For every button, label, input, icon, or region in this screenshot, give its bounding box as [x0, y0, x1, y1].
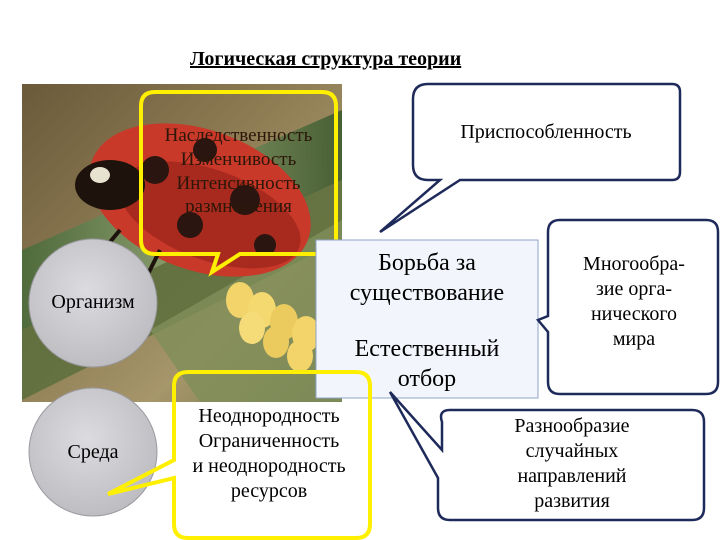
environment-label: Среда [67, 441, 119, 463]
diversity-label: Многообра- зие орга- нического мира [556, 252, 712, 352]
selection-label: Естественный отбор [316, 334, 538, 394]
selection-line-1: Естественный [354, 336, 500, 362]
diversity-line-1: Многообра- [583, 253, 685, 275]
selection-line-2: отбор [397, 366, 457, 392]
variation-line-1: Разнообразие [514, 415, 630, 437]
page-title: Логическая структура теории [190, 48, 462, 70]
variability-line: Изменчивость [180, 148, 297, 170]
struggle-line-2: существование [349, 280, 505, 306]
heterogeneity-line-3: и неоднородность [192, 455, 346, 477]
adaptation-callout-bubble [379, 82, 682, 234]
variation-line-3: направлений [517, 465, 627, 487]
heterogeneity-line-1: Неоднородность [198, 405, 340, 427]
variation-label: Разнообразие случайных направлений разви… [474, 414, 670, 514]
struggle-label: Борьба за существование [316, 248, 538, 308]
variation-line-2: случайных [525, 440, 619, 462]
variation-callout-bubble [388, 391, 706, 522]
heterogeneity-line-2: Ограниченность [198, 430, 340, 452]
variation-line-4: развития [534, 490, 610, 512]
diversity-callout-bubble [535, 218, 720, 396]
organism-label: Организм [51, 291, 135, 313]
heterogeneity-label: Неоднородность Ограниченность и неодноро… [170, 404, 368, 504]
heterogeneity-callout-bubble [107, 370, 372, 540]
reproduction-line: размножения [185, 196, 292, 218]
heredity-line: Наследственность [164, 125, 313, 146]
intensity-line: Интенсивность [176, 172, 301, 194]
heredity-callout-bubble [139, 90, 338, 277]
adaptation-label: Приспособленность [460, 121, 632, 143]
diversity-line-3: нического [590, 303, 678, 325]
organism-circle [28, 238, 158, 368]
heredity-callout: Наследственность Изменчивость Интенсивно… [136, 124, 341, 219]
diversity-line-2: зие орга- [595, 278, 673, 300]
heterogeneity-line-4: ресурсов [230, 480, 308, 502]
struggle-line-1: Борьба за [378, 250, 476, 276]
diversity-line-4: мира [612, 328, 656, 350]
